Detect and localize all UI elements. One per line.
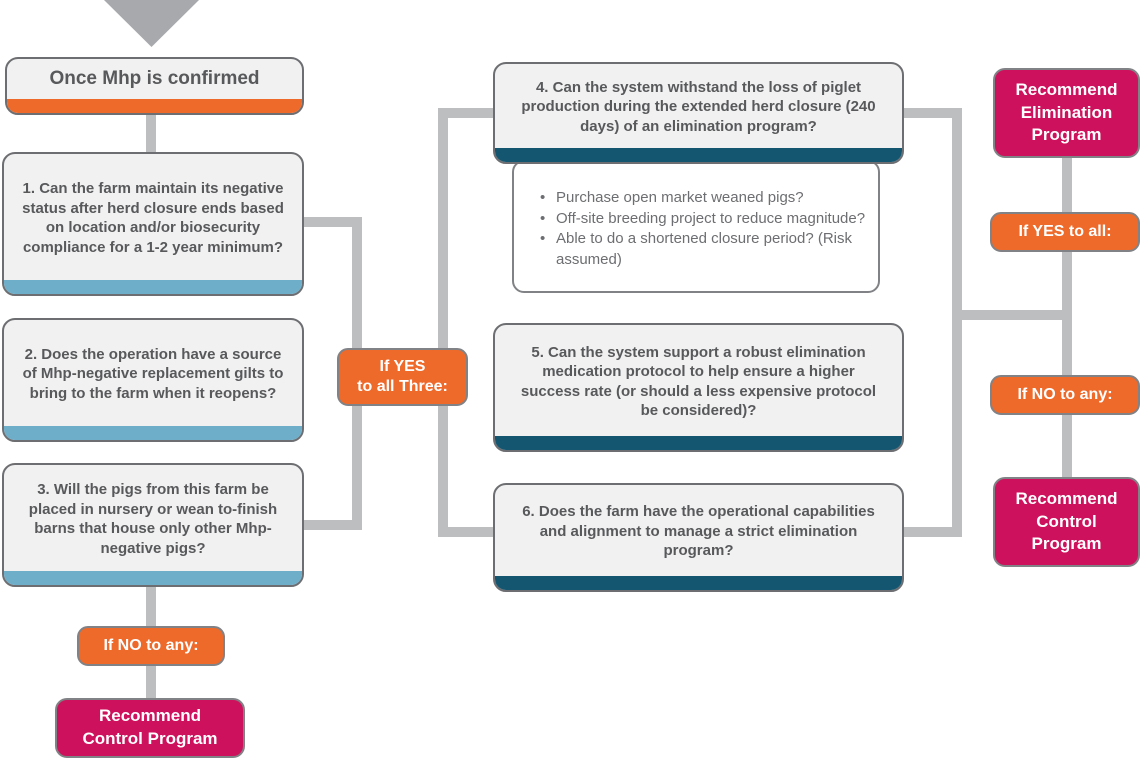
no-to-any-right-label: If NO to any: bbox=[1017, 386, 1113, 403]
question-2-accent-bar bbox=[4, 426, 302, 440]
connector-q6-left bbox=[443, 527, 495, 537]
recommend-elimination-program: Recommend Elimination Program bbox=[993, 68, 1140, 158]
list-item: Off-site breeding project to reduce magn… bbox=[540, 209, 868, 230]
connector-q4-right bbox=[901, 108, 962, 118]
connector-title-to-q1 bbox=[146, 112, 156, 156]
connector-q3-to-no-badge bbox=[146, 585, 156, 629]
no-to-any-badge-left: If NO to any: bbox=[77, 626, 225, 666]
question-2-text: 2. Does the operation have a source of M… bbox=[22, 345, 284, 402]
down-arrow-icon bbox=[104, 0, 199, 47]
recommend-control-left-label: Recommend Control Program bbox=[82, 706, 218, 748]
recommend-elimination-label: Recommend Elimination Program bbox=[1015, 79, 1118, 145]
question-5-text: 5. Can the system support a robust elimi… bbox=[520, 343, 877, 420]
question-3-box: 3. Will the pigs from this farm be place… bbox=[2, 463, 304, 587]
connector-mid-vertical bbox=[438, 108, 448, 537]
question-5-box: 5. Can the system support a robust elimi… bbox=[493, 323, 904, 452]
no-to-any-badge-right: If NO to any: bbox=[990, 375, 1140, 415]
question-4-options-box: Purchase open market weaned pigs? Off-si… bbox=[512, 160, 880, 293]
question-1-box: 1. Can the farm maintain its negative st… bbox=[2, 152, 304, 296]
connector-outcomes-vertical bbox=[1062, 155, 1072, 485]
connector-right-vertical bbox=[952, 108, 962, 537]
recommend-control-program-right: Recommend Control Program bbox=[993, 477, 1140, 567]
connector-no-badge-to-outcome bbox=[146, 662, 156, 702]
recommend-control-right-label: Recommend Control Program bbox=[1015, 488, 1118, 554]
yes-to-all-badge: If YES to all: bbox=[990, 212, 1140, 252]
connector-q1-right bbox=[302, 217, 362, 227]
question-4-accent-bar bbox=[495, 148, 902, 162]
question-2-box: 2. Does the operation have a source of M… bbox=[2, 318, 304, 442]
question-5-accent-bar bbox=[495, 436, 902, 450]
connector-q3-right bbox=[302, 520, 362, 530]
question-4-text: 4. Can the system withstand the loss of … bbox=[521, 78, 876, 135]
question-1-text: 1. Can the farm maintain its negative st… bbox=[22, 180, 284, 256]
question-3-text: 3. Will the pigs from this farm be place… bbox=[28, 481, 278, 557]
no-to-any-left-label: If NO to any: bbox=[103, 637, 199, 654]
recommend-control-program-left: Recommend Control Program bbox=[55, 698, 245, 758]
start-box-accent-bar bbox=[7, 99, 302, 113]
yes-all-three-badge: If YES to all Three: bbox=[337, 348, 468, 406]
yes-all-three-label: If YES to all Three: bbox=[357, 358, 448, 395]
question-3-accent-bar bbox=[4, 571, 302, 585]
question-4-options-list: Purchase open market weaned pigs? Off-si… bbox=[514, 188, 878, 271]
question-6-accent-bar bbox=[495, 576, 902, 590]
question-1-accent-bar bbox=[4, 280, 302, 294]
connector-junction-horizontal bbox=[952, 310, 1072, 320]
connector-q6-right bbox=[901, 527, 962, 537]
yes-to-all-label: If YES to all: bbox=[1018, 223, 1112, 240]
question-6-box: 6. Does the farm have the operational ca… bbox=[493, 483, 904, 592]
start-box-label: Once Mhp is confirmed bbox=[49, 67, 260, 89]
question-6-text: 6. Does the farm have the operational ca… bbox=[522, 503, 875, 560]
list-item: Purchase open market weaned pigs? bbox=[540, 188, 868, 209]
connector-q4-left bbox=[443, 108, 495, 118]
start-box: Once Mhp is confirmed bbox=[5, 57, 304, 115]
list-item: Able to do a shortened closure period? (… bbox=[540, 229, 868, 270]
question-4-box: 4. Can the system withstand the loss of … bbox=[493, 62, 904, 164]
